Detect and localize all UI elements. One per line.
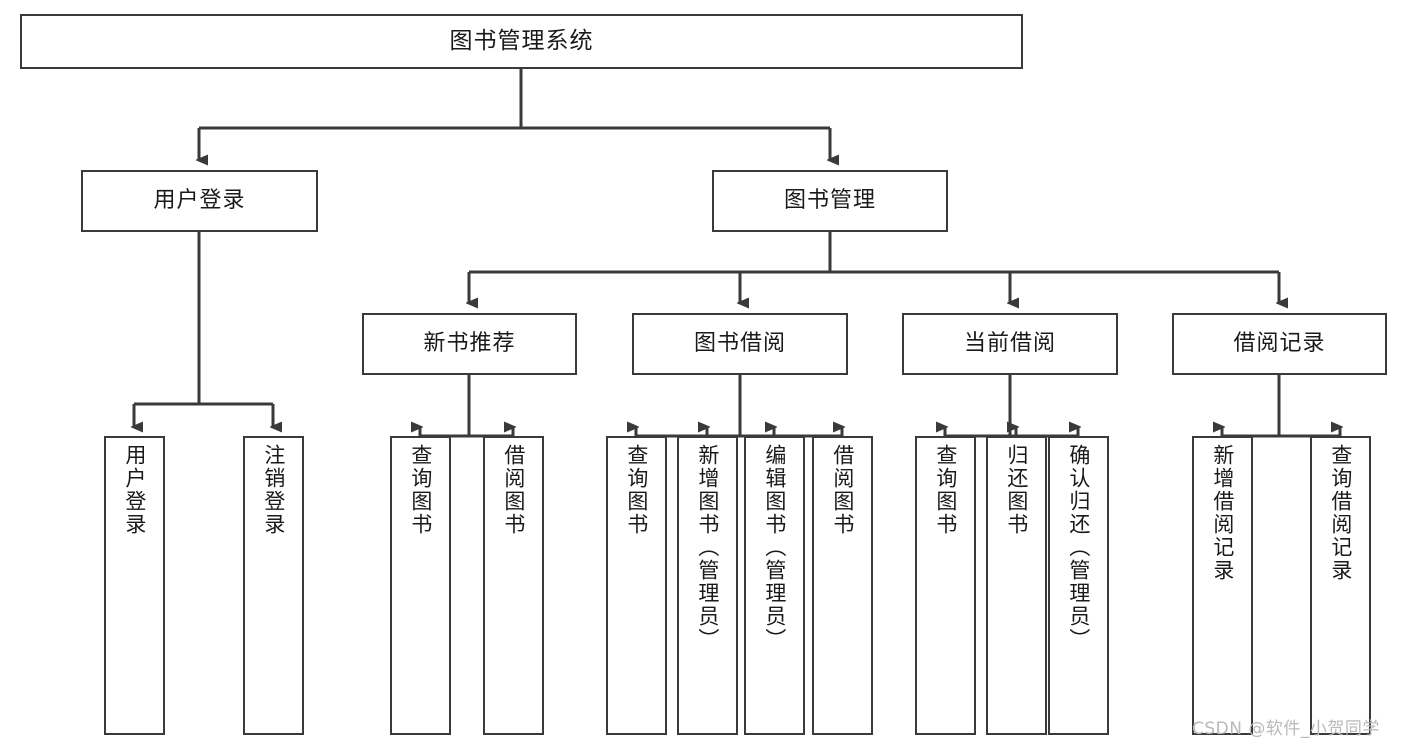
leaf-book-borrow-edit-book-admin[interactable]: 编辑图书（管理员） [744, 436, 805, 735]
node-label: 用户登录 [122, 444, 147, 536]
node-label: 编辑图书（管理员） [762, 444, 787, 651]
node-label: 注销登录 [261, 444, 286, 536]
leaf-book-borrow-add-book-admin[interactable]: 新增图书（管理员） [677, 436, 738, 735]
node-label: 图书管理系统 [449, 28, 594, 55]
leaf-borrow-record-query-record[interactable]: 查询借阅记录 [1310, 436, 1371, 735]
node-root-book-management-system[interactable]: 图书管理系统 [20, 14, 1023, 69]
leaf-new-book-query-book[interactable]: 查询图书 [390, 436, 451, 735]
node-label: 查询图书 [933, 444, 958, 536]
node-label: 借阅图书 [830, 444, 855, 536]
leaf-current-borrow-confirm-return-admin[interactable]: 确认归还（管理员） [1048, 436, 1109, 735]
node-label: 图书借阅 [693, 331, 786, 357]
leaf-user-login-logout[interactable]: 注销登录 [243, 436, 304, 735]
leaf-current-borrow-return-book[interactable]: 归还图书 [986, 436, 1047, 735]
node-book-borrow[interactable]: 图书借阅 [632, 313, 848, 375]
node-label: 新增图书（管理员） [695, 444, 720, 651]
leaf-borrow-record-add-record[interactable]: 新增借阅记录 [1192, 436, 1253, 735]
node-label: 查询图书 [408, 444, 433, 536]
node-label: 当前借阅 [963, 331, 1056, 357]
node-user-login[interactable]: 用户登录 [81, 170, 318, 232]
leaf-new-book-borrow-book[interactable]: 借阅图书 [483, 436, 544, 735]
node-current-borrow[interactable]: 当前借阅 [902, 313, 1118, 375]
node-new-book-recommend[interactable]: 新书推荐 [362, 313, 577, 375]
node-book-management[interactable]: 图书管理 [712, 170, 948, 232]
node-label: 查询借阅记录 [1328, 444, 1353, 582]
csdn-watermark: CSDN @软件_小贺同学 [1192, 719, 1380, 739]
node-label: 新增借阅记录 [1210, 444, 1235, 582]
node-borrow-record[interactable]: 借阅记录 [1172, 313, 1387, 375]
node-label: 新书推荐 [423, 331, 516, 357]
leaf-current-borrow-query-book[interactable]: 查询图书 [915, 436, 976, 735]
node-label: 借阅图书 [501, 444, 526, 536]
leaf-user-login-login[interactable]: 用户登录 [104, 436, 165, 735]
node-label: 归还图书 [1004, 444, 1029, 536]
leaf-book-borrow-query-book[interactable]: 查询图书 [606, 436, 667, 735]
leaf-book-borrow-borrow-book[interactable]: 借阅图书 [812, 436, 873, 735]
node-label: 用户登录 [153, 188, 246, 214]
node-label: 查询图书 [624, 444, 649, 536]
node-label: 图书管理 [783, 188, 876, 214]
node-label: 确认归还（管理员） [1066, 444, 1091, 651]
node-label: 借阅记录 [1233, 331, 1326, 357]
